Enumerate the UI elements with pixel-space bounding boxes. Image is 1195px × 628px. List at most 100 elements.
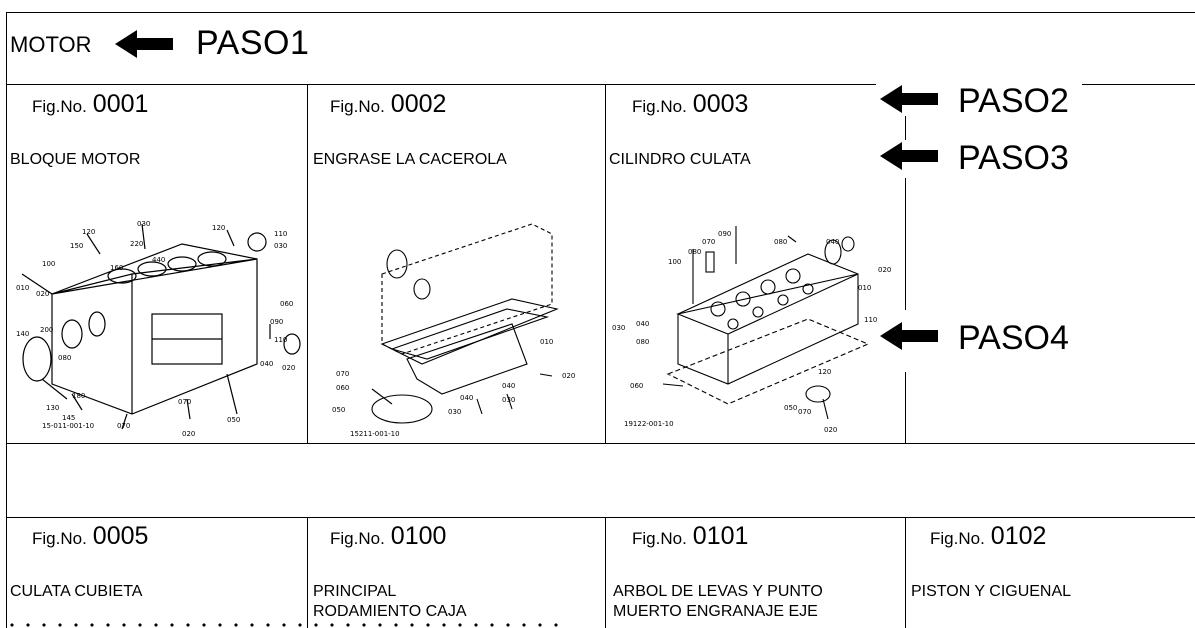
col-divider-3-row2 (905, 517, 906, 628)
svg-text:150: 150 (70, 242, 83, 250)
svg-text:020: 020 (562, 372, 575, 380)
svg-text:110: 110 (274, 230, 287, 238)
svg-text:060: 060 (630, 382, 643, 390)
frame-left (6, 12, 7, 628)
svg-text:15211-001-10: 15211-001-10 (350, 430, 400, 438)
fig-label: Fig.No. (632, 97, 687, 116)
fig-num: 0101 (692, 522, 749, 550)
svg-text:040: 040 (826, 238, 839, 246)
fig-label: Fig.No. (930, 529, 985, 548)
svg-text:200: 200 (40, 326, 53, 334)
svg-text:070: 070 (178, 398, 191, 406)
fig-title-principal-rodamiento-caja: PRINCIPAL RODAMIENTO CAJA (313, 582, 467, 622)
svg-text:060: 060 (280, 300, 293, 308)
col-divider-1-row2 (307, 517, 308, 628)
svg-text:010: 010 (858, 284, 871, 292)
header-divider-right (1082, 84, 1195, 85)
svg-text:220: 220 (130, 240, 143, 248)
fig-num: 0001 (92, 90, 149, 118)
svg-text:120: 120 (212, 224, 225, 232)
svg-text:145: 145 (62, 414, 75, 422)
section-title: MOTOR (10, 32, 92, 57)
fig-number-0003[interactable]: Fig.No. 0003 (632, 90, 748, 119)
svg-text:030: 030 (274, 242, 287, 250)
svg-text:010: 010 (540, 338, 553, 346)
row1-bottom (6, 443, 1195, 444)
svg-text:060: 060 (336, 384, 349, 392)
svg-text:100: 100 (668, 258, 681, 266)
engine-block-drawing[interactable]: 030 120 150 100 010 020 120 110 030 220 … (12, 214, 302, 440)
svg-text:110: 110 (864, 316, 877, 324)
fig-number-0002[interactable]: Fig.No. 0002 (330, 90, 446, 119)
col-divider-3-row1-c (905, 372, 906, 443)
svg-text:070: 070 (702, 238, 715, 246)
header-divider (6, 84, 876, 85)
svg-text:030: 030 (448, 408, 461, 416)
fig-label: Fig.No. (632, 529, 687, 548)
oil-pan-drawing[interactable]: 010 070 060 050 020 040 040 030 030 1521… (312, 214, 602, 440)
svg-text:030: 030 (612, 324, 625, 332)
svg-text:080: 080 (58, 354, 71, 362)
svg-text:090: 090 (718, 230, 731, 238)
svg-text:040: 040 (636, 320, 649, 328)
arrow-left-icon (115, 30, 173, 58)
fig-label: Fig.No. (32, 97, 87, 116)
fig-num: 0003 (692, 90, 749, 118)
frame-top (6, 12, 1195, 13)
svg-text:130: 130 (46, 404, 59, 412)
fig-title-culata-cubieta: CULATA CUBIETA (10, 582, 142, 602)
svg-text:110: 110 (274, 336, 287, 344)
svg-text:040: 040 (260, 360, 273, 368)
fig-number-0102[interactable]: Fig.No. 0102 (930, 522, 1046, 551)
row2-top (6, 517, 1195, 518)
perforation-dots (4, 620, 564, 628)
fig-number-0005[interactable]: Fig.No.0005 (32, 522, 148, 551)
svg-text:050: 050 (784, 404, 797, 412)
svg-text:010: 010 (16, 284, 29, 292)
svg-text:070: 070 (798, 408, 811, 416)
fig-num: 0002 (390, 90, 447, 118)
col-divider-3-row1-b (905, 178, 906, 310)
fig-label: Fig.No. (330, 97, 385, 116)
svg-text:030: 030 (137, 220, 150, 228)
col-divider-3-row1-a (905, 116, 906, 140)
title-line-1: PRINCIPAL (313, 583, 397, 600)
title-line-1: ARBOL DE LEVAS Y PUNTO (613, 583, 823, 600)
step-label-4: PASO4 (958, 319, 1069, 357)
svg-text:160: 160 (110, 264, 123, 272)
col-divider-1-row1 (307, 84, 308, 443)
fig-number-0001[interactable]: Fig.No. 0001 (32, 90, 148, 119)
svg-text:080: 080 (636, 338, 649, 346)
svg-text:140: 140 (16, 330, 29, 338)
svg-text:050: 050 (227, 416, 240, 424)
fig-num: 0005 (92, 522, 149, 550)
title-line-1: PISTON Y CIGUENAL (911, 583, 1072, 600)
svg-text:120: 120 (818, 368, 831, 376)
step-label-3: PASO3 (958, 139, 1069, 177)
fig-num: 0102 (990, 522, 1047, 550)
svg-text:050: 050 (332, 406, 345, 414)
svg-text:180: 180 (72, 392, 85, 400)
step-label-2: PASO2 (958, 82, 1069, 120)
step-label-1: PASO1 (196, 24, 310, 62)
svg-text:040: 040 (460, 394, 473, 402)
fig-title-engrase-la-cacerola: ENGRASE LA CACEROLA (313, 151, 507, 168)
col-divider-2-row1 (605, 84, 606, 443)
svg-text:120: 120 (82, 228, 95, 236)
fig-title-arbol-de-levas: ARBOL DE LEVAS Y PUNTO MUERTO ENGRANAJE … (613, 582, 823, 622)
svg-text:020: 020 (36, 290, 49, 298)
svg-text:19122-001-10: 19122-001-10 (624, 420, 674, 428)
fig-title-piston-y-ciguenal: PISTON Y CIGUENAL (911, 582, 1071, 602)
arrow-left-icon-paso3 (880, 142, 938, 170)
fig-label: Fig.No. (330, 529, 385, 548)
fig-number-0100[interactable]: Fig.No. 0100 (330, 522, 446, 551)
svg-text:030: 030 (502, 396, 515, 404)
cylinder-head-drawing[interactable]: 090 070 080 100 080 040 020 010 110 030 … (608, 214, 902, 440)
svg-text:020: 020 (878, 266, 891, 274)
fig-number-0101[interactable]: Fig.No. 0101 (632, 522, 748, 551)
arrow-left-icon-paso2 (880, 85, 938, 113)
fig-num: 0100 (390, 522, 447, 550)
fig-title-bloque-motor: BLOQUE MOTOR (10, 151, 141, 168)
svg-text:100: 100 (42, 260, 55, 268)
